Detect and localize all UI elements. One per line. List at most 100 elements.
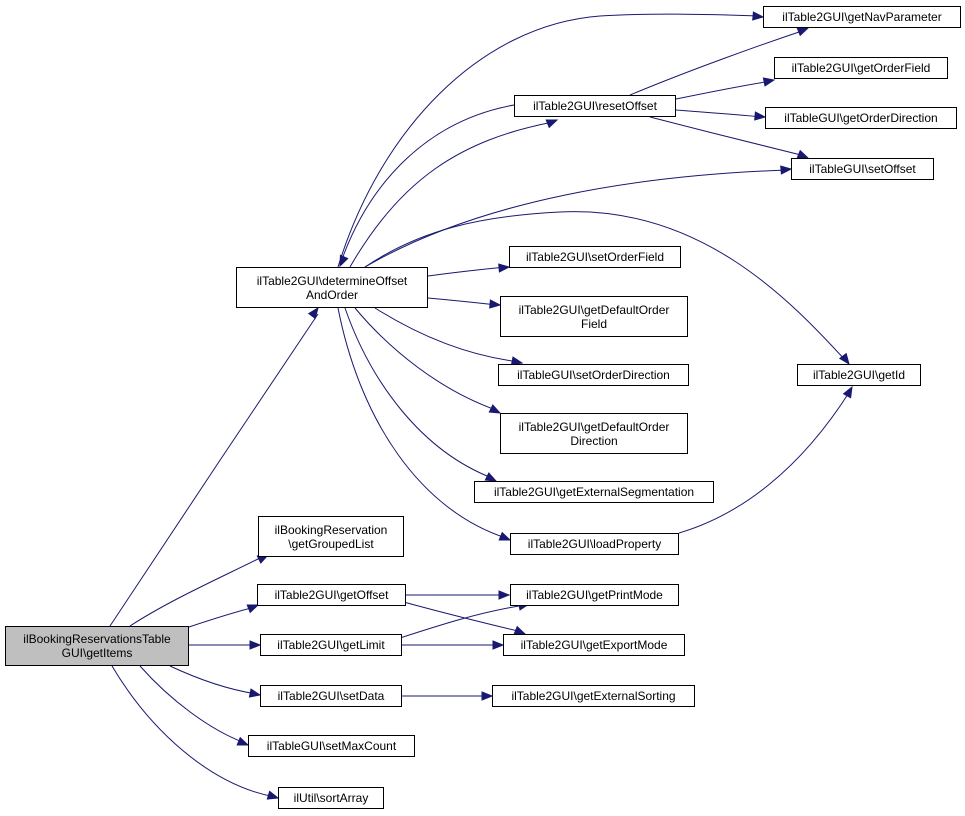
edge-determine_offset-to-get_external_segmentation — [344, 307, 493, 479]
node-label-line: ilTable2GUI\getExternalSorting — [511, 689, 676, 703]
arrowhead-get_offset-to-get_print_mode — [498, 590, 511, 600]
arrowhead-reset_offset-to-get_nav_parameter — [796, 27, 810, 37]
arrowhead-get_limit-to-get_export_mode — [492, 640, 505, 650]
node-set-order-field[interactable]: ilTable2GUI\setOrderField — [509, 246, 681, 268]
arrowhead-determine_offset-to-set_order_field — [498, 263, 511, 273]
edge-reset_offset-to-determine_offset — [340, 104, 515, 263]
node-label-line: ilTable2GUI\resetOffset — [533, 99, 657, 113]
node-label-line: ilTable2GUI\getLimit — [277, 638, 385, 652]
node-label-line: ilTable2GUI\determineOffset — [256, 273, 408, 288]
node-get-nav-parameter[interactable]: ilTable2GUI\getNavParameter — [763, 6, 961, 28]
node-get-order-field[interactable]: ilTable2GUI\getOrderField — [774, 57, 948, 79]
edge-root-to-sort_array — [111, 665, 276, 798]
node-get-limit[interactable]: ilTable2GUI\getLimit — [260, 634, 402, 656]
arrowhead-root-to-determine_offset — [307, 306, 319, 320]
node-get-order-direction[interactable]: ilTableGUI\getOrderDirection — [765, 107, 957, 129]
node-label-line: ilTableGUI\setOffset — [809, 162, 916, 176]
node-label-line: ilTable2GUI\getDefaultOrder — [518, 419, 670, 434]
node-get-default-order-direction[interactable]: ilTable2GUI\getDefaultOrder Direction — [500, 413, 688, 454]
node-label-line: GUI\getItems — [61, 646, 133, 660]
edge-determine_offset-to-reset_offset — [349, 121, 554, 268]
edge-reset_offset-to-get_nav_parameter — [629, 29, 806, 96]
arrowhead-root-to-get_offset — [246, 604, 260, 614]
node-label-line: ilTableGUI\setMaxCount — [266, 739, 397, 753]
node-label-line: ilBookingReservationsTable — [23, 632, 171, 646]
node-label-line: ilTable2GUI\getNavParameter — [782, 10, 942, 24]
node-label-line: ilTable2GUI\getOffset — [274, 588, 389, 602]
arrowhead-load_property-to-get_id — [842, 385, 853, 399]
arrowhead-determine_offset-to-load_property — [498, 531, 512, 541]
node-root-get-items: ilBookingReservationsTable GUI\getItems — [5, 626, 189, 666]
edge-determine_offset-to-set_offset — [364, 169, 789, 268]
arrowhead-determine_offset-to-set_offset — [780, 165, 793, 175]
node-label-line: ilTable2GUI\getDefaultOrder — [518, 302, 670, 317]
node-label-line: \getGroupedList — [288, 536, 374, 551]
arrowhead-determine_offset-to-get_default_order_direction — [488, 404, 502, 414]
node-get-external-sorting[interactable]: ilTable2GUI\getExternalSorting — [492, 685, 695, 707]
arrowhead-root-to-sort_array — [266, 790, 280, 800]
node-label-line: ilTable2GUI\getExternalSegmentation — [493, 485, 695, 499]
arrowhead-set_data-to-get_external_sorting — [481, 691, 494, 701]
arrowhead-root-to-set_max_count — [236, 736, 250, 746]
node-set-offset[interactable]: ilTableGUI\setOffset — [791, 158, 934, 180]
arrowhead-root-to-get_limit — [249, 640, 262, 650]
arrowhead-determine_offset-to-reset_offset — [545, 119, 559, 129]
node-reset-offset[interactable]: ilTable2GUI\resetOffset — [514, 95, 676, 117]
node-label-line: ilTableGUI\setOrderDirection — [517, 368, 670, 382]
node-get-print-mode[interactable]: ilTable2GUI\getPrintMode — [510, 584, 679, 606]
node-get-default-order-field[interactable]: ilTable2GUI\getDefaultOrder Field — [500, 296, 688, 337]
node-label-line: ilTable2GUI\setData — [277, 689, 385, 703]
node-label-line: AndOrder — [305, 287, 359, 302]
arrowhead-determine_offset-to-get_nav_parameter — [752, 11, 765, 21]
edge-determine_offset-to-set_order_direction — [374, 307, 521, 363]
node-get-export-mode[interactable]: ilTable2GUI\getExportMode — [503, 634, 685, 656]
node-label-line: ilTableGUI\getOrderDirection — [784, 111, 938, 125]
node-label-line: ilTable2GUI\setOrderField — [525, 250, 665, 264]
node-set-max-count[interactable]: ilTableGUI\setMaxCount — [248, 735, 415, 757]
node-label-line: ilTable2GUI\getPrintMode — [526, 588, 663, 602]
arrowhead-reset_offset-to-determine_offset — [339, 254, 349, 268]
edge-determine_offset-to-get_nav_parameter — [337, 13, 761, 268]
node-get-external-segmentation[interactable]: ilTable2GUI\getExternalSegmentation — [474, 481, 714, 503]
arrowhead-reset_offset-to-set_offset — [796, 149, 810, 159]
arrowhead-determine_offset-to-get_default_order_field — [489, 299, 502, 309]
edge-root-to-grouped_list — [129, 555, 265, 627]
arrowhead-reset_offset-to-get_order_direction — [754, 111, 767, 121]
node-label-line: ilTable2GUI\getId — [812, 368, 906, 382]
node-label-line: ilTable2GUI\loadProperty — [527, 537, 662, 551]
node-determine-offset-and-order[interactable]: ilTable2GUI\determineOffset AndOrder — [236, 267, 428, 308]
edge-get_limit-to-get_print_mode — [399, 604, 526, 639]
node-set-data[interactable]: ilTable2GUI\setData — [260, 685, 402, 707]
edge-root-to-set_data — [169, 665, 258, 695]
node-label-line: Field — [580, 316, 607, 331]
edge-determine_offset-to-get_default_order_direction — [354, 307, 497, 411]
arrowhead-get_offset-to-get_export_mode — [513, 625, 527, 635]
node-label-line: ilTable2GUI\getOrderField — [791, 61, 931, 75]
edge-root-to-set_max_count — [139, 665, 246, 744]
edge-reset_offset-to-get_order_direction — [675, 109, 763, 118]
node-label-line: ilUtil\sortArray — [293, 791, 369, 805]
arrowhead-reset_offset-to-get_order_field — [762, 77, 776, 87]
edge-determine_offset-to-get_default_order_field — [427, 297, 498, 306]
arrowhead-determine_offset-to-get_external_segmentation — [484, 472, 498, 482]
node-get-offset[interactable]: ilTable2GUI\getOffset — [257, 584, 406, 606]
edge-get_offset-to-get_export_mode — [399, 600, 523, 633]
node-load-property[interactable]: ilTable2GUI\loadProperty — [510, 533, 679, 555]
edge-reset_offset-to-get_order_field — [675, 80, 772, 100]
edge-load_property-to-get_id — [678, 390, 851, 534]
node-label-line: ilBookingReservation — [274, 522, 388, 537]
node-get-id[interactable]: ilTable2GUI\getId — [797, 364, 921, 386]
edge-root-to-get_offset — [188, 606, 256, 628]
arrowhead-root-to-set_data — [248, 688, 262, 698]
node-label-line: Direction — [570, 433, 618, 448]
edge-determine_offset-to-load_property — [337, 307, 507, 539]
edge-determine_offset-to-set_order_field — [427, 266, 507, 277]
node-set-order-direction[interactable]: ilTableGUI\setOrderDirection — [498, 364, 689, 386]
arrowhead-determine_offset-to-get_id — [838, 352, 850, 366]
edge-reset_offset-to-set_offset — [649, 116, 806, 157]
node-get-grouped-list[interactable]: ilBookingReservation \getGroupedList — [258, 516, 404, 557]
node-label-line: ilTable2GUI\getExportMode — [520, 638, 668, 652]
node-sort-array[interactable]: ilUtil\sortArray — [278, 787, 384, 809]
